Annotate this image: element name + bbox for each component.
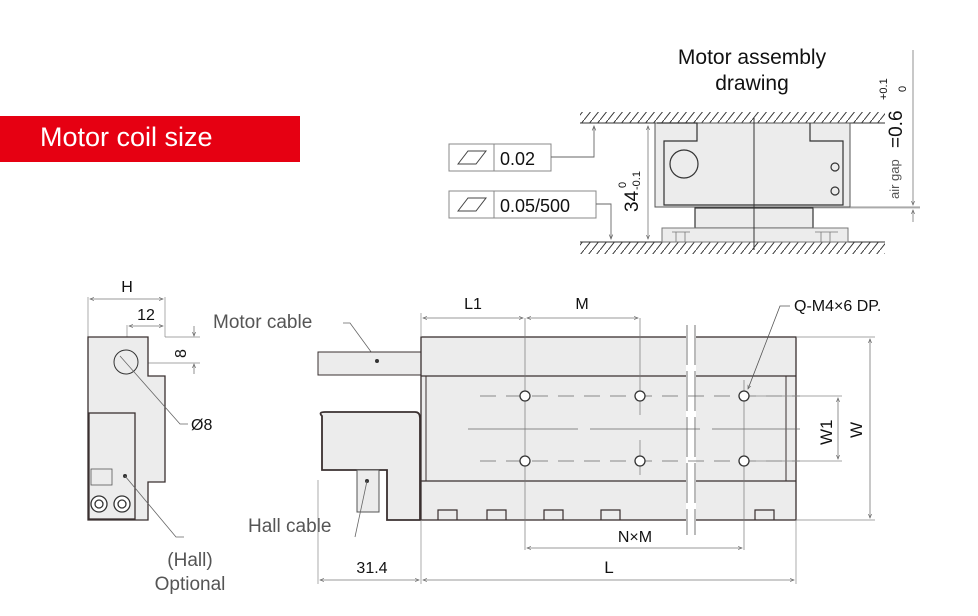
dim-31-4-label: 31.4 xyxy=(356,560,387,577)
side-view: H 12 8 Ø8 (Hall) Optional xyxy=(87,279,226,595)
dim-12-label: 12 xyxy=(137,307,155,324)
flatness-value: 0.02 xyxy=(500,149,535,169)
dim-8-label: 8 xyxy=(173,349,190,358)
height-lower-tol: -0.1 xyxy=(631,171,643,190)
cable-hole xyxy=(669,149,699,179)
break-gap xyxy=(686,330,696,530)
motor-cable xyxy=(317,351,423,376)
side-hole xyxy=(113,349,139,375)
hall-cable-label: Hall cable xyxy=(248,516,331,537)
holes-spec-label: Q-M4×6 DP. xyxy=(794,298,881,315)
dim-h-label: H xyxy=(121,279,133,296)
dim-l-label: L xyxy=(604,558,613,577)
coil-body-top xyxy=(420,336,797,521)
hall-connector xyxy=(319,411,421,521)
dim-m-label: M xyxy=(575,296,588,313)
mounting-holes xyxy=(519,390,750,467)
magnet-base xyxy=(661,227,849,243)
flatness-icon xyxy=(456,150,488,165)
assembly-drawing: Motor assembly drawing 0.02 xyxy=(448,46,920,254)
parallelism-icon xyxy=(456,197,488,212)
section-banner: Motor coil size xyxy=(0,116,300,162)
height-value: 34 xyxy=(622,190,643,212)
hall-cable xyxy=(356,469,380,513)
parallelism-value: 0.05/500 xyxy=(500,196,570,216)
motor-cable-label: Motor cable xyxy=(213,312,312,333)
hall-label-line1: (Hall) xyxy=(167,550,212,571)
height-upper-tol: 0 xyxy=(617,182,629,188)
dim-w1-label: W1 xyxy=(817,420,836,446)
assembly-title-line2: drawing xyxy=(715,72,789,95)
bottom-tabs xyxy=(437,509,775,520)
air-gap-label: air gap xyxy=(887,159,902,199)
section-title: Motor coil size xyxy=(40,122,213,152)
flatness-frame: 0.02 xyxy=(448,126,594,172)
assembly-title-line1: Motor assembly xyxy=(678,46,827,69)
dim-w-label: W xyxy=(847,422,866,438)
parallelism-frame: 0.05/500 xyxy=(448,190,611,239)
air-gap-lower-tol: 0 xyxy=(897,86,909,92)
hole-dia-label: Ø8 xyxy=(191,417,212,434)
dim-nxm-label: N×M xyxy=(618,529,652,546)
dim-l1-label: L1 xyxy=(464,296,482,313)
hall-label-line2: Optional xyxy=(155,574,226,595)
bottom-hatch xyxy=(580,242,885,254)
air-gap-upper-tol: +0.1 xyxy=(878,78,890,100)
air-gap-value: =0.6 xyxy=(886,110,907,148)
top-hatch xyxy=(580,112,885,123)
top-view: Motor cable Hall cable xyxy=(213,296,881,584)
